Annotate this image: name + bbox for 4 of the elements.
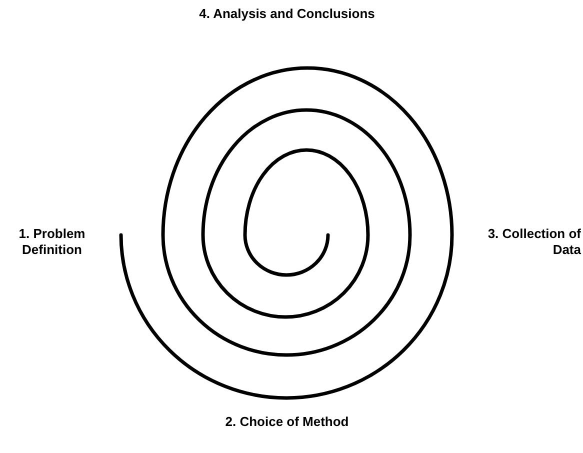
stage-label: 2. Choice of Method bbox=[224, 414, 350, 430]
stage-label: 1. Problem Definition bbox=[18, 226, 86, 258]
stage-label: 4. Analysis and Conclusions bbox=[198, 6, 376, 22]
stage-label: 3. Collection of Data bbox=[486, 226, 581, 258]
